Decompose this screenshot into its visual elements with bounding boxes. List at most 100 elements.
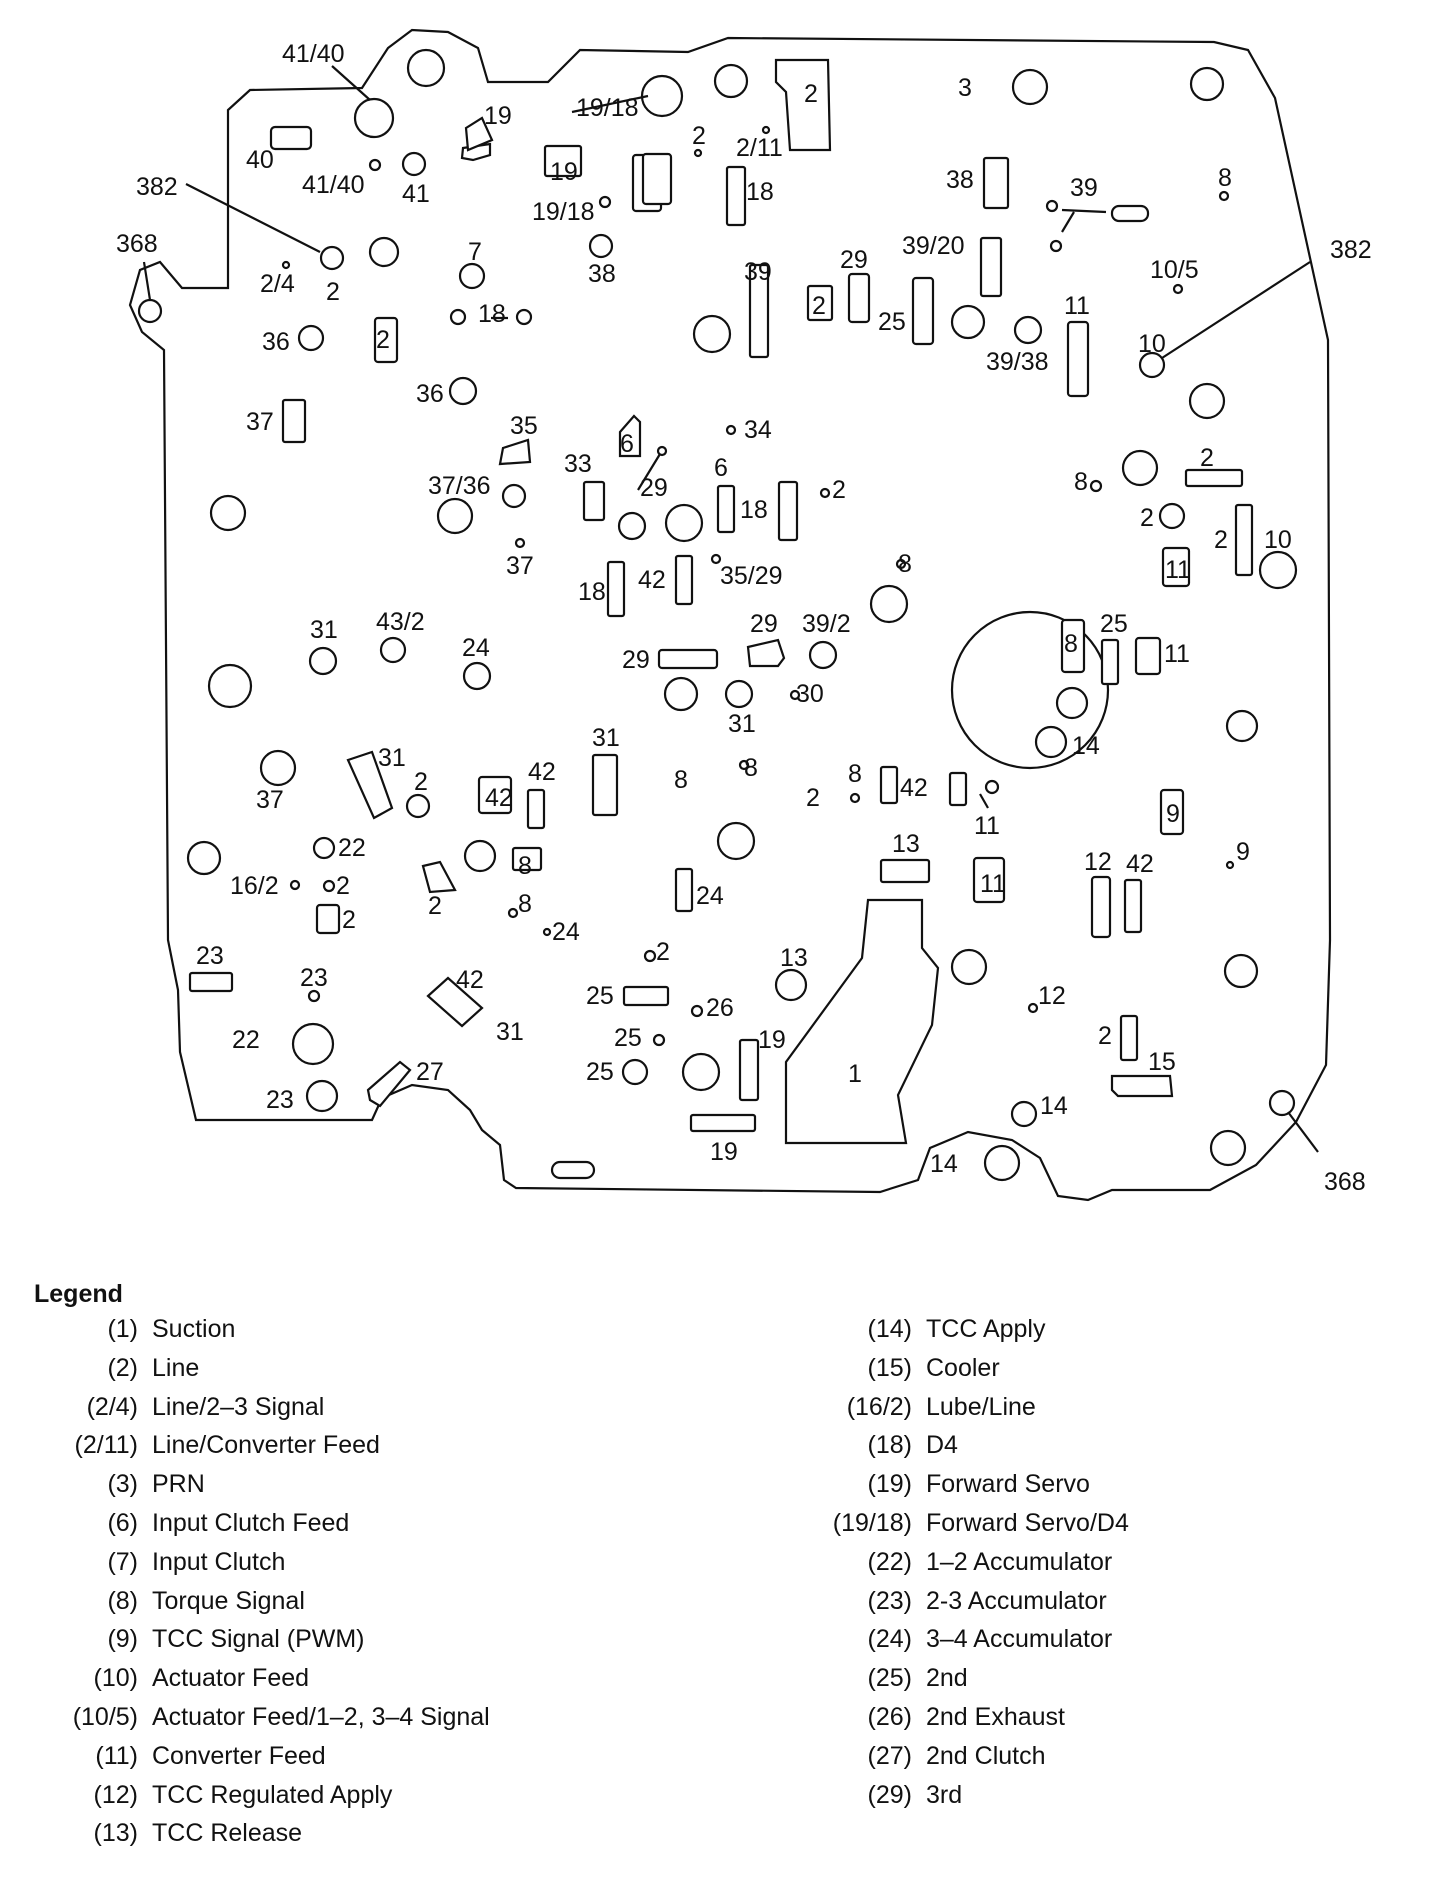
- callout-label: 6: [620, 430, 634, 458]
- callout-label: 2: [806, 784, 820, 812]
- callout-label: 22: [232, 1026, 260, 1054]
- legend-description: Cooler: [926, 1353, 1000, 1382]
- legend-description: 2nd Clutch: [926, 1741, 1046, 1770]
- legend-code: (13): [93, 1819, 138, 1848]
- legend-description: Converter Feed: [152, 1741, 326, 1770]
- callout-label: 19/18: [532, 198, 595, 226]
- callout-label: 2: [326, 278, 340, 306]
- leader-lines: [142, 65, 1319, 1153]
- valve-body-spacer-plate-diagram: 41/40 41/40 382 382 368 368 40 41 19 19/…: [116, 28, 1372, 1202]
- legend-item: (10/5)Actuator Feed/1–2, 3–4 Signal: [0, 1698, 490, 1737]
- round-holes: [137, 48, 1298, 1182]
- legend-code: (23): [867, 1586, 912, 1615]
- legend-code: (24): [867, 1625, 912, 1654]
- legend-code: (25): [867, 1664, 912, 1693]
- legend-description: Line: [152, 1353, 200, 1382]
- legend-item: (2/4)Line/2–3 Signal: [0, 1388, 490, 1427]
- callout-label: 26: [706, 994, 734, 1022]
- callout-label: 31: [728, 710, 756, 738]
- callout-label: 39: [744, 258, 772, 286]
- callout-label: 25: [614, 1024, 642, 1052]
- legend-item: (23) 2-3 Accumulator: [790, 1582, 1129, 1621]
- callout-label: 31: [592, 724, 620, 752]
- callout-label: 8: [1218, 164, 1232, 192]
- callout-label: 8: [518, 890, 532, 918]
- legend-description: 3rd: [926, 1780, 963, 1809]
- callout-label: 36: [262, 328, 290, 356]
- legend-item: (10)Actuator Feed: [0, 1659, 490, 1698]
- callout-label: 24: [552, 918, 580, 946]
- callout-label: 6: [714, 454, 728, 482]
- legend-description: Actuator Feed/1–2, 3–4 Signal: [152, 1702, 490, 1731]
- legend-description: TCC Apply: [926, 1315, 1046, 1343]
- legend-code: (26): [867, 1702, 912, 1731]
- callout-label: 18: [578, 578, 606, 606]
- legend-item: (29)3rd: [790, 1776, 1129, 1815]
- callout-label: 8: [1074, 468, 1088, 496]
- callout-label: 24: [696, 882, 724, 910]
- callout-label: 2: [342, 906, 356, 934]
- callout-label: 10: [1138, 330, 1166, 358]
- callout-label: 31: [378, 744, 406, 772]
- callout-label: 37: [506, 552, 534, 580]
- legend-item: (7)Input Clutch: [0, 1543, 490, 1582]
- callout-label: 18: [478, 300, 506, 328]
- callout-label: 14: [930, 1150, 958, 1178]
- legend-code: (3): [107, 1470, 138, 1499]
- callout-label: 16/2: [230, 872, 279, 900]
- legend-item: (13)TCC Release: [0, 1814, 490, 1853]
- legend-description: Input Clutch Feed: [152, 1508, 350, 1537]
- legend-item: (19/18)Forward Servo/D4: [790, 1504, 1129, 1543]
- legend-item: (9) TCC Signal (PWM): [0, 1620, 490, 1659]
- callout-label: 42: [456, 966, 484, 994]
- legend-description: Line/Converter Feed: [152, 1431, 380, 1460]
- callout-label: 38: [946, 166, 974, 194]
- legend-description: PRN: [152, 1470, 205, 1499]
- callout-label: 38: [588, 260, 616, 288]
- legend-item: (11)Converter Feed: [0, 1737, 490, 1776]
- legend-description: 2nd Exhaust: [926, 1702, 1065, 1731]
- callout-label: 42: [638, 566, 666, 594]
- legend-description: 2-3 Accumulator: [926, 1586, 1107, 1615]
- legend-right-column: (14)TCC Apply(15)Cooler(16/2)Lube/Line(1…: [790, 1310, 1129, 1814]
- callout-label: 8: [674, 766, 688, 794]
- callout-label: 2: [1214, 526, 1228, 554]
- callout-label: 23: [300, 964, 328, 992]
- callout-label: 8: [848, 760, 862, 788]
- legend-code: (7): [107, 1547, 138, 1576]
- legend-code: (12): [93, 1780, 138, 1809]
- callout-label: 9: [1236, 838, 1250, 866]
- legend-code: (16/2): [846, 1392, 912, 1421]
- legend-item: (15) Cooler: [790, 1349, 1129, 1388]
- callout-label: 42: [528, 758, 556, 786]
- callout-label: 14: [1072, 732, 1100, 760]
- callout-label: 7: [468, 238, 482, 266]
- callout-label: 24: [462, 634, 490, 662]
- legend-code: (1): [107, 1315, 138, 1343]
- callout-label: 41/40: [282, 40, 345, 68]
- legend-description: Suction: [152, 1315, 236, 1343]
- legend-description: 3–4 Accumulator: [926, 1625, 1113, 1654]
- legend-code: (19/18): [832, 1508, 912, 1537]
- callout-label: 2/11: [736, 134, 783, 162]
- converter-bore: [950, 610, 1110, 770]
- legend-item: (19)Forward Servo: [790, 1465, 1129, 1504]
- legend-code: (8): [107, 1586, 138, 1615]
- legend-item: (26) 2nd Exhaust: [790, 1698, 1129, 1737]
- legend-code: (9): [107, 1625, 138, 1654]
- legend-code: (2): [107, 1353, 138, 1382]
- callout-label: 43/2: [376, 608, 425, 636]
- callout-label: 42: [485, 784, 513, 812]
- callout-label: 37: [246, 408, 274, 436]
- legend-description: TCC Signal (PWM): [152, 1625, 365, 1654]
- callout-label: 35/29: [720, 562, 783, 590]
- legend-code: (15): [867, 1353, 912, 1382]
- callout-label: 2: [692, 122, 706, 150]
- callout-label: 368: [1324, 1168, 1366, 1196]
- legend-code: (14): [867, 1315, 912, 1343]
- callout-label: 1: [848, 1060, 862, 1088]
- legend-item: (25)2nd: [790, 1659, 1129, 1698]
- callout-label: 2: [376, 326, 390, 354]
- legend-item: (14) TCC Apply: [790, 1310, 1129, 1349]
- callout-label: 39/20: [902, 232, 965, 260]
